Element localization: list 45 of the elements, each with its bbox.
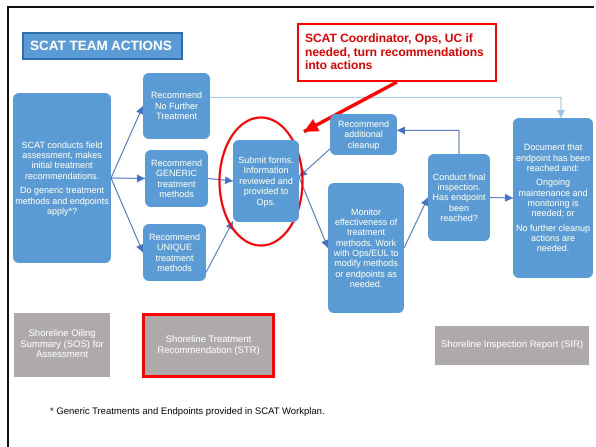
form-label-box xyxy=(142,313,275,378)
node-text: Recommend GENERIC treatment methods xyxy=(150,158,204,200)
callout-arrow xyxy=(303,80,398,134)
arrow xyxy=(210,96,565,118)
process-box xyxy=(145,150,208,207)
arrow xyxy=(110,174,146,182)
node-text: Monitor effectiveness of treatment methods. Work with Ops/EUL to modify methods or endpoints as needed. xyxy=(332,206,400,290)
arrow xyxy=(208,176,234,184)
node-text: Recommend UNIQUE treatment methods xyxy=(148,232,202,274)
node-text: Conduct final inspection. Has endpoint been reached? xyxy=(431,172,487,224)
process-box xyxy=(13,93,111,263)
node-text: No further cleanup actions are needed. xyxy=(515,222,591,254)
decision-box xyxy=(428,154,490,241)
arrow xyxy=(298,148,330,178)
node-text: Submit forms. Information reviewed and provided to Ops. xyxy=(237,155,295,207)
form-label-box xyxy=(14,313,110,377)
arrow xyxy=(298,176,329,248)
node-text: Recommend additional cleanup xyxy=(336,118,390,150)
process-box xyxy=(143,73,210,139)
node-text: Shoreline Inspection Report (SIR) xyxy=(440,340,584,351)
outcome-box xyxy=(513,118,593,278)
footnote: * Generic Treatments and Endpoints provided in SCAT Workplan. xyxy=(50,406,325,417)
node-text: Document that endpoint has been reached and: xyxy=(515,142,591,174)
arrow xyxy=(490,194,514,202)
process-box xyxy=(233,140,299,222)
process-box xyxy=(330,114,397,155)
node-text: Recommend No Further Treatment xyxy=(150,90,204,122)
node-text: SCAT conducts field assessment, makes initial treatment recommendations. xyxy=(20,140,104,182)
title: SCAT TEAM ACTIONS xyxy=(30,38,172,54)
title-box xyxy=(22,32,183,60)
highlight-ellipse xyxy=(218,116,304,247)
process-box xyxy=(143,224,206,281)
arrow xyxy=(110,106,144,178)
form-label-box xyxy=(435,326,589,365)
node-text: Do generic treatment methods and endpoints apply*? xyxy=(15,185,109,216)
arrow xyxy=(396,126,460,154)
callout-box xyxy=(297,23,497,82)
node-text: Ongoing maintenance and monitoring is needed; or xyxy=(517,177,589,219)
node-text: Shoreline Treatment Recommendation (STR) xyxy=(156,334,261,356)
callout-text: SCAT Coordinator, Ops, UC if needed, turn recommendations into actions xyxy=(305,32,485,74)
arrow xyxy=(110,178,144,253)
arrow xyxy=(404,197,428,248)
process-box xyxy=(328,183,404,313)
arrow xyxy=(206,220,234,273)
node-text: Shoreline Oiling Summary (SOS) for Assessment xyxy=(19,328,105,362)
